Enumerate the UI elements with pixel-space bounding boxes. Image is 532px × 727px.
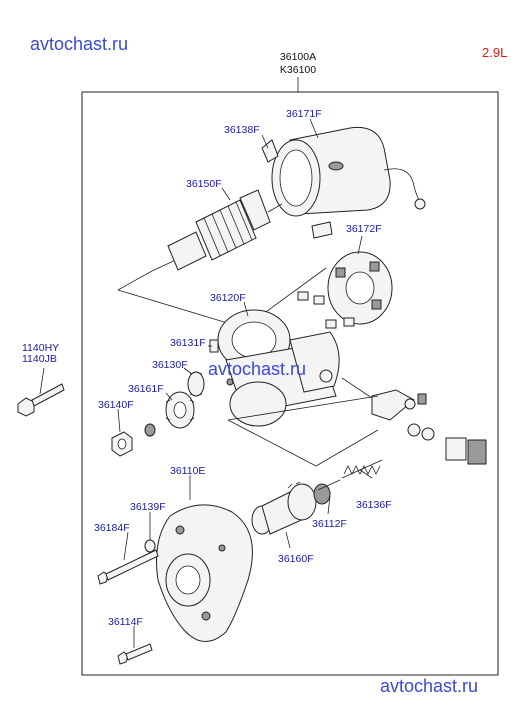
terminal-parts (341, 377, 487, 465)
label-1140HY: 1140HY (22, 342, 59, 354)
label-36120F: 36120F (210, 292, 246, 304)
label-36114F: 36114F (108, 616, 143, 628)
label-36138F: 36138F (224, 124, 260, 136)
leader-36172F (357, 235, 363, 255)
gear-part (144, 391, 195, 437)
leader-36136F (359, 469, 373, 479)
guide-lines-lower (227, 395, 379, 467)
label-36112F: 36112F (312, 518, 347, 530)
assembly-code-1: 36100A (280, 51, 316, 63)
leader-36150F (221, 187, 231, 201)
label-36110E: 36110E (170, 465, 205, 477)
label-36171F: 36171F (286, 108, 322, 120)
leader-36184F (123, 531, 129, 561)
label-36140F: 36140F (98, 399, 134, 411)
leader-36171F (309, 118, 319, 139)
label-36139F: 36139F (130, 501, 166, 513)
watermark-bottom: avtochast.ru (380, 676, 478, 696)
brush-holder-part (297, 251, 393, 329)
label-36130F: 36130F (152, 359, 188, 371)
armature-part (151, 189, 283, 272)
bolt-part (17, 383, 65, 417)
front-bracket-part (156, 504, 253, 642)
assembly-frame (81, 91, 499, 676)
leader-36130F (183, 367, 193, 375)
label-36160F: 36160F (278, 553, 314, 565)
leader-bolt (39, 367, 45, 395)
pinion-part (187, 339, 219, 397)
leader-36138F (261, 134, 269, 149)
leader-36120F (243, 301, 249, 317)
leader-36161F (165, 392, 173, 401)
screw-part (117, 643, 153, 665)
assembly-code-2: K36100 (280, 64, 316, 76)
label-36136F: 36136F (356, 499, 392, 511)
label-36150F: 36150F (186, 178, 222, 190)
housing-part (217, 309, 340, 427)
label-1140JB: 1140JB (22, 353, 57, 365)
leader-36140F (117, 408, 121, 433)
leader-36160F (285, 531, 291, 549)
engine-label: 2.9L (482, 45, 507, 60)
clutch-part (251, 481, 331, 535)
nut-part (111, 431, 133, 457)
long-bolt-part (97, 549, 159, 585)
field-frame-part (261, 126, 426, 239)
watermark-top: avtochast.ru (30, 34, 128, 54)
washer-part (144, 539, 156, 553)
label-36172F: 36172F (346, 223, 382, 235)
label-36131F: 36131F (170, 337, 206, 349)
spring-part (341, 459, 383, 479)
leader-36112F (327, 495, 331, 515)
watermark-mid: avtochast.ru (208, 359, 306, 379)
plunger-part (317, 479, 341, 491)
label-36161F: 36161F (128, 383, 164, 395)
label-36184F: 36184F (94, 522, 130, 534)
